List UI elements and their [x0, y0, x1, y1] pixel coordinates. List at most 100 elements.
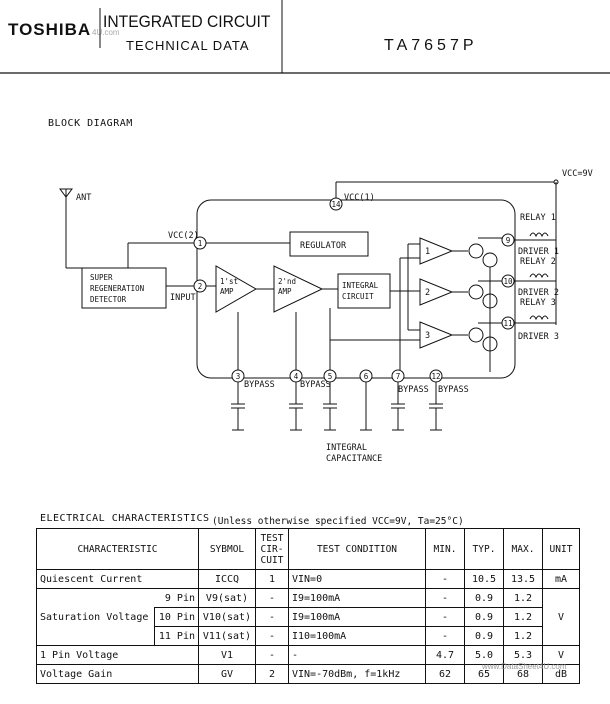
pin-4: 4 [294, 372, 299, 381]
table-cell: 0.9 [464, 588, 504, 608]
regulator-block [289, 231, 369, 257]
th-symbol: SYBMOL [198, 528, 256, 570]
bypass-label-4: BYPASS [300, 380, 331, 390]
table-cell: V9(sat) [198, 588, 256, 608]
superregen-line3: DETECTOR [90, 295, 127, 304]
comparator-1 [419, 237, 454, 265]
integral-cap-line1: INTEGRAL [326, 443, 367, 453]
table-cell: 1.2 [503, 588, 543, 608]
table-cell: ICCQ [198, 569, 256, 589]
table-cell: 11 Pin [153, 626, 200, 646]
amp2-line2: AMP [278, 287, 292, 296]
table-cell: Saturation Voltage [36, 588, 155, 646]
table-cell: VIN=-70dBm, f=1kHz [288, 664, 426, 684]
pin-7: 7 [396, 372, 401, 381]
table-cell: VIN=0 [288, 569, 426, 589]
table-cell: - [255, 588, 289, 608]
table-cell: - [425, 588, 465, 608]
electrical-heading: ELECTRICAL CHARACTERISTICS [40, 513, 210, 524]
table-cell: - [425, 569, 465, 589]
brand-logo: TOSHIBA [8, 20, 92, 39]
vcc1-label: VCC(1) [344, 193, 375, 203]
comparator-1-label: 1 [425, 247, 430, 257]
table-cell: I9=100mA [288, 588, 426, 608]
amp2-triangle [273, 265, 324, 313]
th-typ: TYP. [464, 528, 504, 570]
superregen-line1: SUPER [90, 273, 113, 282]
relay3-label: RELAY 3 [520, 298, 556, 308]
table-cell: - [255, 645, 289, 665]
table-cell: 1 [255, 569, 289, 589]
amp1-line1: 1'st [220, 277, 238, 286]
table-cell: GV [198, 664, 256, 684]
comparator-2 [419, 278, 454, 306]
table-cell: V11(sat) [198, 626, 256, 646]
th-min: MIN. [425, 528, 465, 570]
table-row: Voltage Gain GV 2 VIN=-70dBm, f=1kHz 62 … [36, 664, 580, 684]
th-max: MAX. [503, 528, 543, 570]
table-cell: V1 [198, 645, 256, 665]
table-cell: 0.9 [464, 626, 504, 646]
table-cell: I9=100mA [288, 607, 426, 627]
table-cell: - [255, 607, 289, 627]
input-label: INPUT [170, 293, 196, 303]
driver2-label: DRIVER 2 [518, 288, 559, 298]
driver1-label: DRIVER 1 [518, 247, 559, 257]
table-cell: - [255, 626, 289, 646]
relay1-label: RELAY 1 [520, 213, 556, 223]
driver3-label: DRIVER 3 [518, 332, 559, 342]
integral-cap-line2: CAPACITANCE [326, 454, 382, 464]
table-cell: - [425, 626, 465, 646]
integral-line1: INTEGRAL [342, 281, 379, 290]
table-row: 10 Pin V10(sat) - I9=100mA - 0.9 1.2 [37, 607, 580, 627]
th-test-condition: TEST CONDITION [288, 528, 426, 570]
driver-transistors [452, 237, 503, 372]
table-row: Quiescent Current ICCQ 1 VIN=0 - 10.5 13… [36, 569, 580, 589]
relay-coils [514, 232, 556, 324]
watermark: 4U.com [92, 28, 120, 37]
doc-title: INTEGRATED CIRCUIT [103, 12, 271, 31]
comparator-3-label: 3 [425, 331, 430, 341]
pin-9: 9 [506, 236, 511, 245]
table-cell: dB [542, 664, 580, 684]
electrical-conditions: (Unless otherwise specified VCC=9V, Ta=2… [212, 516, 464, 527]
table-cell: 1.2 [503, 626, 543, 646]
pin-14: 14 [331, 200, 341, 209]
superregen-line2: REGENERATION [90, 284, 144, 293]
integral-block [337, 273, 391, 309]
table-cell: I10=100mA [288, 626, 426, 646]
vcc-supply-label: VCC=9V [562, 169, 593, 179]
part-number: TA7657P [384, 37, 478, 54]
amp2-line1: 2'nd [278, 277, 296, 286]
table-cell: Quiescent Current [36, 569, 199, 589]
th-characteristic: CHARACTERISTIC [36, 528, 199, 570]
table-cell: 68 [503, 664, 543, 684]
table-cell: 0.9 [464, 607, 504, 627]
table-cell: mA [542, 569, 580, 589]
amp1-triangle [215, 265, 258, 313]
block-diagram-heading: BLOCK DIAGRAM [48, 118, 133, 129]
table-cell: Voltage Gain [36, 664, 199, 684]
table-cell: V10(sat) [198, 607, 256, 627]
pin-11: 11 [503, 319, 512, 328]
table-cell: 1.2 [503, 607, 543, 627]
antenna-icon [59, 188, 82, 269]
table-cell: 10 Pin [153, 607, 200, 627]
table-cell: 9 Pin [154, 588, 200, 608]
table-cell: - [425, 607, 465, 627]
pin-2: 2 [198, 282, 203, 291]
pin-3: 3 [236, 372, 241, 381]
pin-markers [193, 197, 515, 383]
table-row: Saturation Voltage 9 Pin V9(sat) - I9=10… [36, 588, 580, 646]
table-row: 1 Pin Voltage V1 - - 4.7 5.0 5.3 V [36, 645, 580, 665]
bypass-label-3: BYPASS [244, 380, 275, 390]
bypass-label-12: BYPASS [438, 385, 469, 395]
ant-label: ANT [76, 193, 91, 203]
pin-6: 6 [364, 372, 369, 381]
pin-5: 5 [328, 372, 333, 381]
